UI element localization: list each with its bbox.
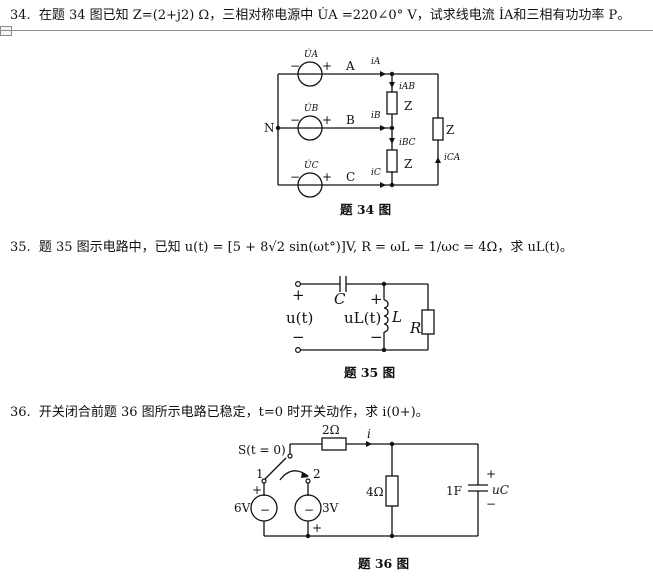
- label-ica: iCA: [444, 153, 461, 163]
- label-pos2: 2: [313, 467, 321, 481]
- label-r2: 4Ω: [366, 485, 384, 499]
- question-text: 开关闭合前题 36 图所示电路已稳定，t=0 时开关动作，求 i(0+)。: [38, 405, 429, 420]
- question-text: 在题 34 图已知 Z=(2+j2) Ω，三相对称电源中 U̇A =220∠0°…: [38, 8, 631, 23]
- minus-3v-inner: −: [304, 503, 314, 517]
- plus-3v: +: [312, 521, 322, 535]
- label-z3: Z: [446, 123, 454, 137]
- label-v2: 3V: [322, 501, 339, 515]
- caption-35: 题 35 图: [344, 365, 396, 380]
- question-number: 35.: [10, 240, 31, 255]
- plus-uL: +: [370, 290, 383, 308]
- label-ua: U̇A: [304, 48, 319, 60]
- question-34: 34. 在题 34 图已知 Z=(2+j2) Ω，三相对称电源中 U̇A =22…: [10, 4, 630, 23]
- label-z1: Z: [404, 99, 412, 113]
- src-c-plus: +: [322, 170, 332, 184]
- label-v1: 6V: [234, 501, 251, 515]
- caption-36: 题 36 图: [358, 556, 410, 571]
- src-b-minus: −: [290, 113, 300, 127]
- src-b-plus: +: [322, 113, 332, 127]
- label-r1: 2Ω: [322, 423, 340, 437]
- label-A: A: [345, 59, 355, 73]
- label-ib: iB: [371, 111, 381, 121]
- src-a-minus: −: [290, 59, 300, 73]
- label-ic: iC: [371, 168, 381, 178]
- question-number: 36.: [10, 405, 31, 420]
- label-ub: U̇B: [304, 102, 319, 114]
- plus-u: +: [292, 286, 305, 304]
- label-cap: 1F: [446, 484, 462, 498]
- minus-u: −: [292, 328, 305, 346]
- minus-6v-inner: −: [260, 503, 270, 517]
- plus-6v: +: [252, 483, 262, 497]
- src-c-minus: −: [290, 170, 300, 184]
- label-ibc: iBC: [399, 138, 416, 148]
- plus-uc: +: [486, 467, 496, 481]
- minus-uL: −: [370, 328, 383, 346]
- label-iab: iAB: [399, 82, 415, 92]
- question-35: 35. 题 35 图示电路中，已知 u(t) = [5 + 8√2 sin(ωt…: [10, 236, 573, 255]
- label-B: B: [346, 113, 355, 127]
- question-number: 34.: [10, 8, 31, 23]
- label-N: N: [264, 121, 275, 135]
- question-36: 36. 开关闭合前题 36 图所示电路已稳定，t=0 时开关动作，求 i(0+)…: [10, 401, 429, 420]
- label-pos1: 1: [256, 467, 264, 481]
- circuit-36: S(t = 0) 1 2 2Ω 4Ω 1F uC i 6V 3V + − − +…: [234, 423, 509, 539]
- circuit-34: N A B C − + − + − + Z Z Z U̇A U̇B U̇C iA…: [264, 48, 461, 198]
- label-uL: uL(t): [344, 309, 381, 327]
- circuit-35: u(t) uL(t) C L R + − + −: [286, 276, 435, 353]
- label-R: R: [409, 319, 421, 337]
- question-text: 题 35 图示电路中，已知 u(t) = [5 + 8√2 sin(ωt°)]V…: [38, 240, 573, 255]
- label-uc: uC: [492, 483, 509, 497]
- label-z2: Z: [404, 157, 412, 171]
- minus-uc: −: [486, 497, 496, 511]
- label-C: C: [334, 290, 346, 308]
- label-L: L: [391, 308, 402, 326]
- label-uc: U̇C: [304, 159, 319, 171]
- anchor-marker: [0, 26, 12, 36]
- src-a-plus: +: [322, 59, 332, 73]
- label-C: C: [346, 170, 355, 184]
- label-u: u(t): [286, 309, 313, 327]
- label-i: i: [367, 427, 371, 441]
- label-switch: S(t = 0): [238, 443, 286, 457]
- top-rule: [0, 30, 653, 31]
- caption-34: 题 34 图: [340, 202, 392, 217]
- label-ia: iA: [371, 57, 381, 67]
